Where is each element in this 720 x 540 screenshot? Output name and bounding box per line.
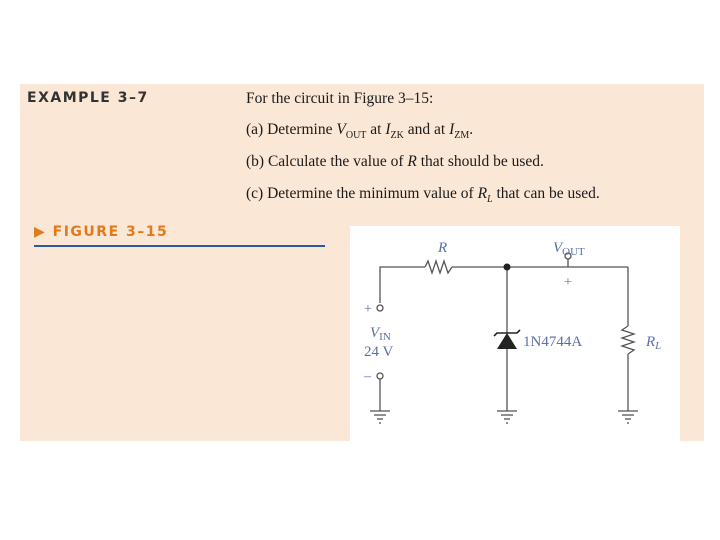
ground-icon [497, 410, 517, 424]
triangle-bullet-icon: ▶ [34, 224, 47, 240]
example-label: EXAMPLE 3–7 [27, 90, 149, 106]
problem-part-c: (c) Determine the minimum value of RL th… [246, 185, 600, 206]
problem-part-a: (a) Determine VOUT at IZK and at IZM. [246, 121, 474, 142]
load-label: RL [645, 334, 661, 352]
vin-value: 24 V [364, 344, 393, 360]
vout-terminal [564, 252, 572, 260]
vout-label: VOUT [553, 240, 585, 258]
circuit-figure: R VOUT + + VIN 24 V – 1N4744A RL [350, 226, 680, 441]
resistor-rl-zigzag [619, 325, 637, 355]
resistor-r-label: R [437, 240, 447, 256]
vin-minus-label: – [363, 369, 372, 384]
figure-rule [34, 245, 325, 247]
vin-plus-label: + [364, 302, 372, 317]
resistor-r-zigzag [424, 258, 453, 276]
vin-minus-terminal [376, 372, 384, 380]
zener-diode-symbol [493, 329, 521, 349]
wire-top-left [379, 266, 425, 303]
figure-label: ▶ FIGURE 3–15 [34, 224, 169, 240]
zener-regulator-circuit: R VOUT + + VIN 24 V – 1N4744A RL [363, 240, 661, 424]
zener-part-label: 1N4744A [523, 334, 582, 350]
problem-part-b: (b) Calculate the value of R that should… [246, 153, 544, 170]
vin-label: VIN [370, 325, 391, 343]
ground-icon [618, 410, 638, 424]
vin-plus-terminal [376, 304, 384, 312]
junction-dot [503, 263, 511, 271]
problem-intro: For the circuit in Figure 3–15: [246, 90, 434, 107]
ground-icon [370, 410, 390, 424]
vout-plus-label: + [564, 275, 572, 290]
